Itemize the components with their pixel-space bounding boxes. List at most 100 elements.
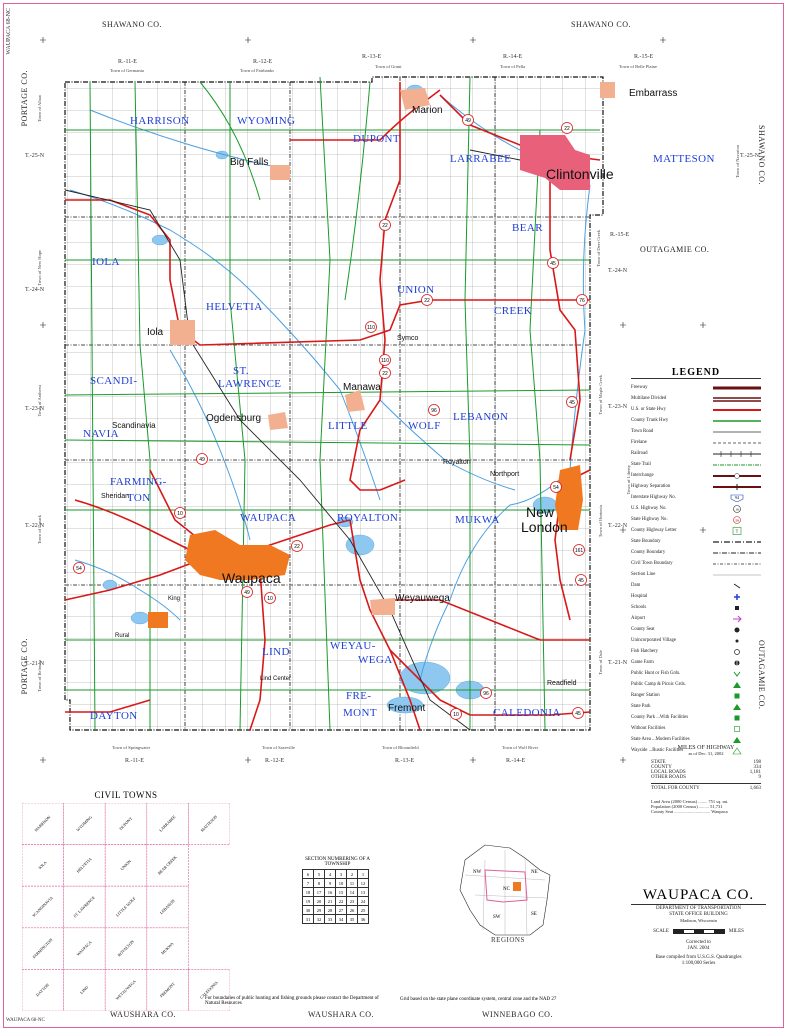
legend-label: State Area ...Modern Facilities [631, 737, 690, 742]
legend-symbol-icon [713, 593, 761, 601]
legend-row: Wayside ...Rustic Facilities [631, 745, 761, 756]
hwy-shield-8: 22 [424, 298, 430, 304]
legend-label: County Trunk Hwy [631, 418, 669, 423]
state-highways [64, 82, 601, 731]
town-lind: LIND [262, 646, 290, 658]
mileage-label: STATE [651, 760, 666, 765]
town-weyau: WEYAU- [330, 640, 376, 652]
civil-town-label: IOLA [37, 860, 47, 870]
range-top-1: R.-11-E [118, 59, 137, 65]
range-right: R.-15-E [610, 232, 630, 238]
legend-symbol-icon [713, 483, 761, 491]
section-cell: 8 [313, 878, 325, 888]
section-cell: 31 [302, 914, 314, 924]
range-top-4: R.-14-E [503, 54, 523, 60]
legend-row: Civil Town Boundary [631, 558, 761, 569]
legend-label: Schools [631, 605, 647, 610]
legend-symbol-icon [713, 417, 761, 425]
county-roads [64, 76, 600, 731]
hwy-shield-12: 49 [199, 457, 205, 463]
section-cell: 7 [302, 878, 314, 888]
civil-town-cell [21, 969, 64, 1012]
township-21: T.-21-N [25, 661, 45, 667]
civil-town-cell [63, 802, 106, 845]
section-cell: 33 [324, 914, 336, 924]
range-bottom-2: R.-12-E [265, 758, 285, 764]
city-symco: Symco [397, 335, 419, 342]
legend-label: Ranger Station [631, 693, 660, 698]
civil-town-cell [188, 969, 231, 1012]
mileage-value: 1,181 [749, 770, 761, 775]
hwy-shield-20: 96 [483, 691, 489, 697]
north-county-right: SHAWANO CO. [571, 20, 631, 29]
township-23: T.-23-N [25, 406, 45, 412]
legend-symbol-icon [713, 615, 761, 623]
south-county-right: WINNEBAGO CO. [482, 1010, 553, 1019]
township-25-right: T.-25-N [740, 153, 760, 159]
range-top-5: R.-15-E [634, 54, 654, 60]
legend-row: County Boundary [631, 547, 761, 558]
hwy-shield-19: 10 [453, 712, 459, 718]
city-fremont: Fremont [388, 703, 426, 714]
civil-town-cell [63, 885, 106, 929]
town-wega: WEGA [358, 654, 393, 666]
hwy-shield-14: 22 [294, 544, 300, 550]
section-cell: 18 [302, 887, 314, 897]
town-lawrence: LAWRENCE [218, 378, 282, 390]
page-frame [3, 3, 784, 1028]
legend-label: Public Hunt or Fish Grds. [631, 671, 681, 676]
svg-text:NC: NC [503, 887, 511, 892]
section-cell: 12 [357, 878, 369, 888]
civil-town-label: LIND [79, 985, 89, 995]
east-county-top: SHAWANO CO. [757, 125, 766, 185]
svg-text:T: T [736, 528, 739, 533]
outside-town-bottom-2: Town of Saxeville [262, 745, 295, 750]
legend-symbol-icon [713, 582, 761, 590]
hwy-shield-3: 22 [382, 223, 388, 229]
legend-row: Schools [631, 602, 761, 613]
city-london: London [521, 519, 568, 535]
population: Population (2000 Census) ......... 51,73… [651, 804, 723, 809]
civil-town-cell [146, 927, 189, 970]
legend-row: Highway Separation [631, 481, 761, 492]
township-24-right: T.-24-N [608, 268, 628, 274]
legend-row: County Seat [631, 624, 761, 635]
town-navia: NAVIA [83, 428, 120, 440]
section-cell: 15 [335, 887, 347, 897]
section-cell: 34 [335, 914, 347, 924]
town-scandi: SCANDI- [90, 375, 138, 387]
legend-symbol-icon: 18 [713, 504, 761, 513]
township-21-right: T.-21-N [608, 660, 628, 666]
town-dupont: DUPONT [353, 133, 401, 145]
legend-row: Interchange [631, 470, 761, 481]
hwy-shield-23: 161 [575, 548, 584, 554]
legend-label: State Trail [631, 462, 651, 467]
legend-label: Civil Town Boundary [631, 561, 673, 566]
legend-symbol-icon: T [713, 526, 761, 535]
hwy-shield-11: 45 [569, 400, 575, 406]
outside-town-bottom-1: Town of Springwater [112, 745, 151, 750]
section-cell: 22 [335, 896, 347, 906]
legend-symbol-icon [713, 384, 761, 392]
city-sheridan: Sheridan [101, 493, 130, 500]
hunting-note: For boundaries of public hunting and fis… [205, 996, 379, 1006]
legend-title: LEGEND [631, 367, 761, 379]
corrected-to: Corrected to [686, 940, 711, 945]
legend-row: State Trail [631, 459, 761, 470]
svg-text:SE: SE [531, 912, 537, 917]
miles-title: MILES OF HIGHWAY [677, 745, 735, 751]
town-matteson: MATTESON [653, 153, 715, 165]
legend-symbol-icon [713, 648, 761, 656]
town-dayton: DAYTON [90, 710, 138, 722]
legend-label: Section Line [631, 572, 656, 577]
city-royalton: Royalton [443, 459, 471, 466]
mileage-value: 9 [758, 775, 762, 780]
hwy-shield-5: 76 [579, 298, 585, 304]
legend-symbol-icon [713, 670, 761, 678]
scale-bar-graphic [672, 929, 725, 934]
